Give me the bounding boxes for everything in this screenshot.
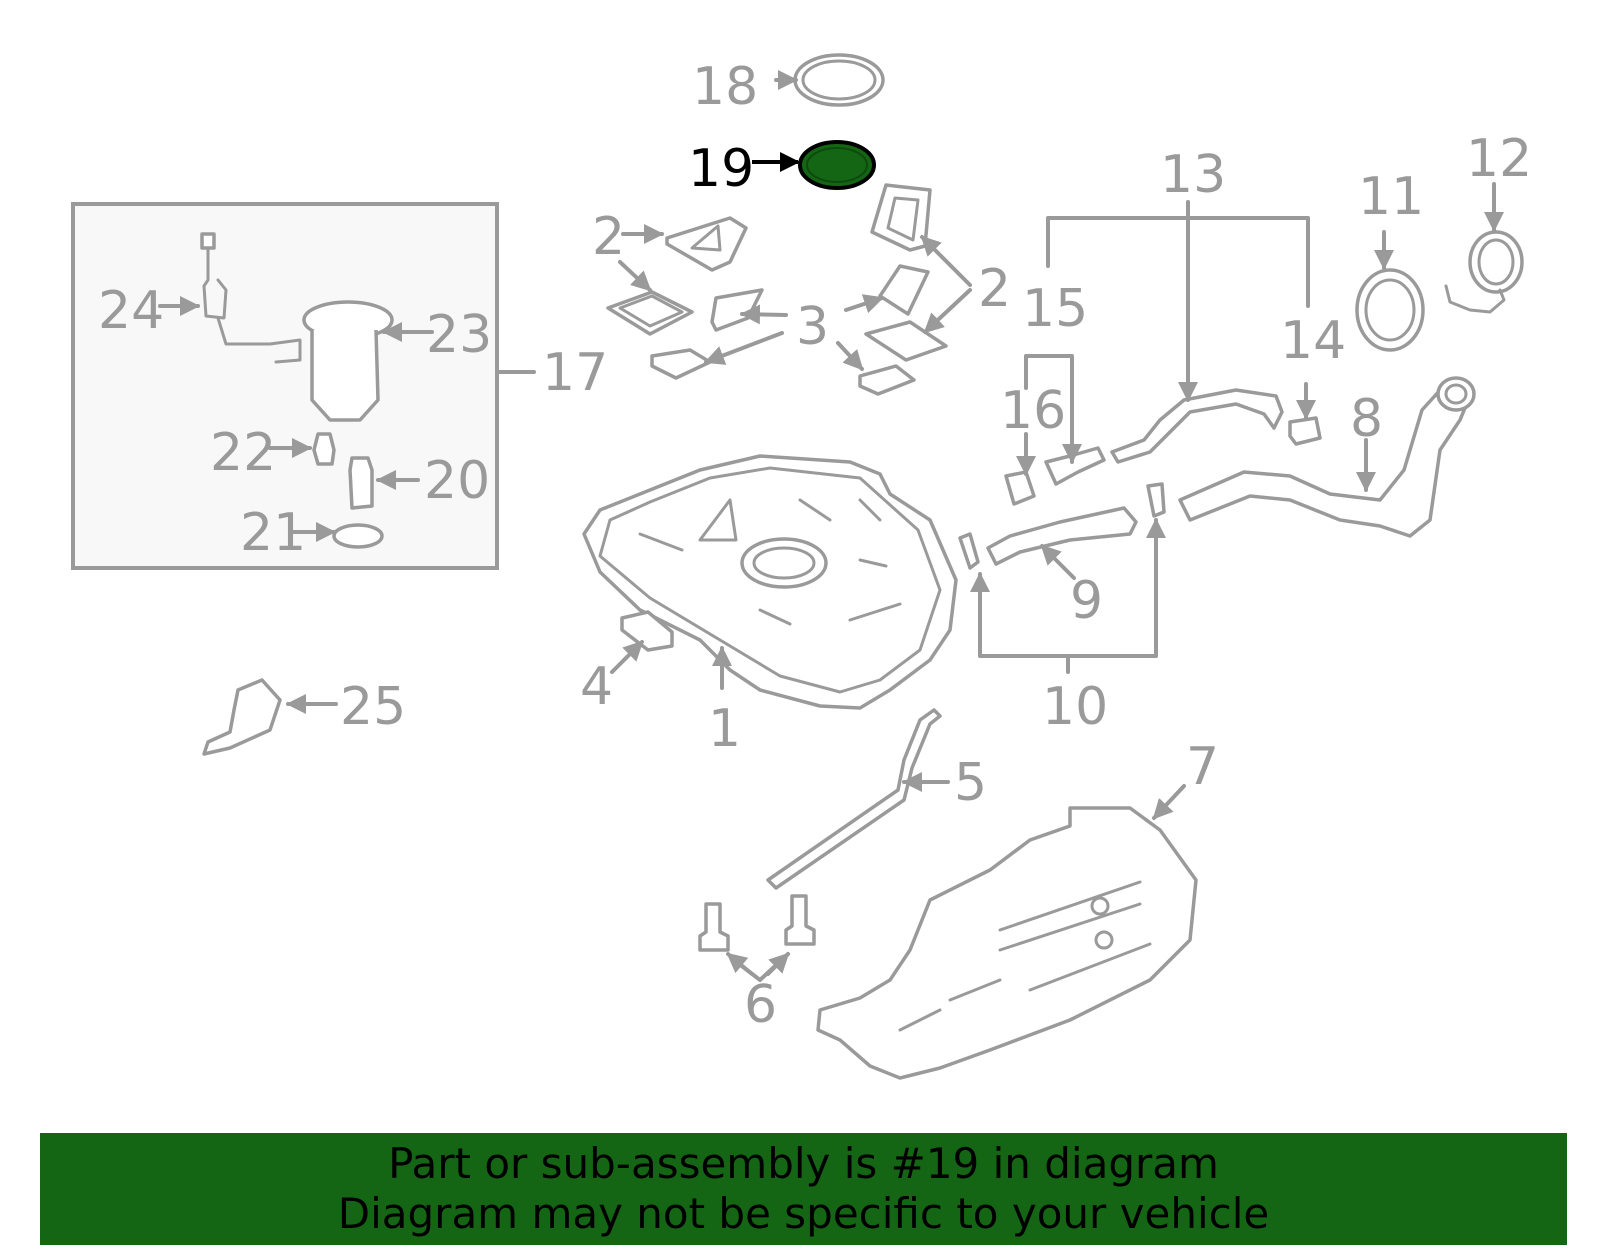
callout-2b: 2 bbox=[978, 259, 1011, 319]
callout-20: 20 bbox=[424, 451, 490, 511]
callout-22: 22 bbox=[210, 423, 276, 483]
parts-diagram: 1 2 2 3 4 5 6 7 8 9 10 11 12 13 14 15 16… bbox=[71, 53, 1532, 1080]
part-18-lock-ring bbox=[774, 53, 885, 107]
callout-14: 14 bbox=[1280, 311, 1346, 371]
callout-21: 21 bbox=[240, 503, 306, 563]
part-24-level-sender bbox=[158, 232, 302, 364]
callout-13: 13 bbox=[1160, 145, 1226, 205]
part-7-underbody-cover bbox=[816, 784, 1198, 1080]
part-20-fuel-pump bbox=[348, 456, 420, 510]
fuel-pump-assembly-box bbox=[71, 202, 499, 570]
part-9-hose bbox=[986, 506, 1138, 580]
callout-8: 8 bbox=[1350, 389, 1383, 449]
banner-line-2: Diagram may not be specific to your vehi… bbox=[337, 1189, 1270, 1238]
part-15-16-clips bbox=[1004, 354, 1106, 506]
part-6-bolts bbox=[698, 894, 816, 982]
part-1-fuel-tank bbox=[582, 454, 958, 710]
callout-5: 5 bbox=[954, 753, 987, 813]
part-22-pressure-regulator bbox=[268, 432, 336, 466]
callout-10: 10 bbox=[1042, 677, 1108, 737]
part-14-connector bbox=[1288, 382, 1322, 446]
part-5-tank-strap bbox=[766, 708, 950, 890]
part-11-filler-door-seal bbox=[1355, 230, 1425, 352]
callout-9: 9 bbox=[1070, 571, 1103, 631]
part-19-gasket-highlighted[interactable] bbox=[752, 140, 876, 190]
part-23-fuel-pump-module bbox=[302, 300, 434, 422]
callout-12: 12 bbox=[1466, 129, 1532, 189]
callout-15: 15 bbox=[1022, 279, 1088, 339]
callout-25: 25 bbox=[340, 677, 406, 737]
info-banner: Part or sub-assembly is #19 in diagram D… bbox=[40, 1133, 1567, 1245]
callout-7: 7 bbox=[1186, 737, 1219, 797]
part-10-clamps bbox=[958, 482, 1166, 674]
part-25-bracket bbox=[202, 678, 338, 756]
banner-line-1: Part or sub-assembly is #19 in diagram bbox=[388, 1139, 1219, 1188]
part-13-breather-pipe bbox=[1046, 200, 1310, 464]
part-21-filter bbox=[290, 522, 384, 549]
callout-24: 24 bbox=[98, 281, 164, 341]
callout-1: 1 bbox=[708, 699, 741, 759]
callout-23: 23 bbox=[426, 305, 492, 365]
part-2-3-pads bbox=[606, 183, 972, 396]
callout-16: 16 bbox=[1000, 381, 1066, 441]
callout-17: 17 bbox=[542, 343, 608, 403]
callout-4: 4 bbox=[580, 657, 613, 717]
callout-3: 3 bbox=[796, 297, 829, 357]
callout-19[interactable]: 19 bbox=[688, 139, 754, 199]
callout-6: 6 bbox=[744, 975, 777, 1035]
part-4-insulator bbox=[610, 610, 674, 674]
callout-18: 18 bbox=[692, 57, 758, 117]
callout-11: 11 bbox=[1358, 167, 1424, 227]
callout-2a: 2 bbox=[592, 207, 625, 267]
part-8-filler-neck bbox=[1178, 376, 1476, 538]
part-12-fuel-cap bbox=[1444, 182, 1524, 314]
